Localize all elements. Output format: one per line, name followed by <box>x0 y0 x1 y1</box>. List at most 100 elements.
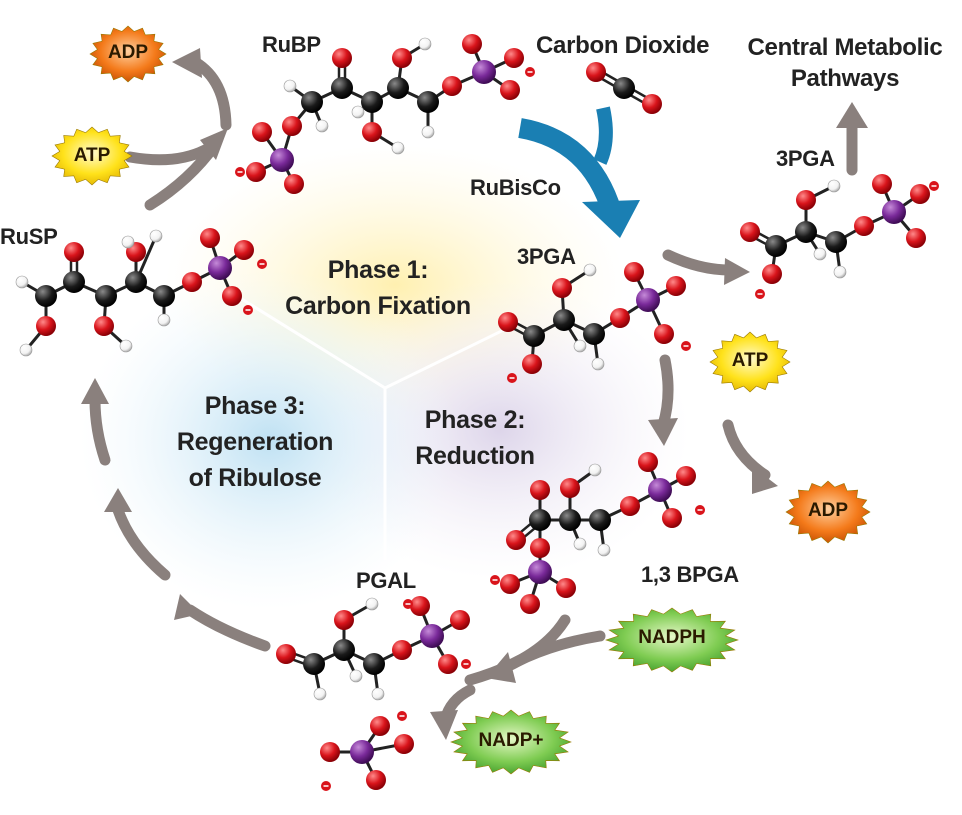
oxygen-atom <box>642 94 662 114</box>
oxygen-atom <box>620 496 640 516</box>
phase2-line2: Reduction <box>415 442 535 470</box>
rusp-molecule <box>15 228 267 357</box>
oxygen-atom <box>438 654 458 674</box>
rubisco-arrow <box>518 118 640 238</box>
rubp-in-arrowhead <box>200 128 228 160</box>
central-metabolic-label: Central Metabolic Pathways <box>745 32 945 94</box>
adp-top-badge <box>89 25 167 83</box>
carbon-atom <box>95 285 117 307</box>
central-metabolic-line2: Pathways <box>790 65 900 92</box>
hydrogen-atom <box>583 263 597 277</box>
hydrogen-atom <box>597 543 611 557</box>
carbon-atom <box>363 653 385 675</box>
pga-to-side-pga-arrow <box>662 249 736 276</box>
oxygen-atom <box>36 316 56 336</box>
hydrogen-atom <box>391 141 405 155</box>
oxygen-atom <box>200 228 220 248</box>
hydrogen-atom <box>591 357 605 371</box>
hydrogen-atom <box>365 597 379 611</box>
oxygen-atom <box>610 308 630 328</box>
hydrogen-atom <box>573 339 587 353</box>
carbon-atom <box>153 285 175 307</box>
pgal-molecule <box>276 596 471 701</box>
hydrogen-atom <box>573 537 587 551</box>
oxygen-atom <box>64 242 84 262</box>
oxygen-atom <box>500 80 520 100</box>
carbon-dioxide-label: Carbon Dioxide <box>536 32 710 59</box>
hydrogen-atom <box>351 105 365 119</box>
oxygen-atom <box>252 122 272 142</box>
phosphorus-atom <box>350 740 374 764</box>
rubp-label: RuBP <box>262 32 321 57</box>
oxygen-atom <box>624 262 644 282</box>
cycle-arrowheads <box>81 48 868 740</box>
phosphorus-atom <box>420 624 444 648</box>
carbon-atom <box>583 323 605 345</box>
phase1-line2: Carbon Fixation <box>285 292 471 320</box>
hydrogen-atom <box>421 125 435 139</box>
carbon-atom <box>529 509 551 531</box>
oxygen-atom <box>522 354 542 374</box>
oxygen-atom <box>282 116 302 136</box>
phase3-line3: of Ribulose <box>188 464 322 492</box>
central-metabolic-line1: Central Metabolic <box>747 34 943 61</box>
atp-right-text: ATP <box>731 350 769 371</box>
carbon-atom <box>613 77 635 99</box>
phase1-line1: Phase 1: <box>327 256 429 284</box>
adp-right-text: ADP <box>807 500 849 521</box>
bpga-label: 1,3 BPGA <box>641 562 739 587</box>
rubp-molecule <box>235 34 535 194</box>
hydrogen-atom <box>119 339 133 353</box>
regen-arrow-lower <box>112 504 171 581</box>
central-arrowhead <box>836 102 868 128</box>
phosphorus-atom <box>270 148 294 172</box>
oxygen-atom <box>552 278 572 298</box>
phosphorus-atom <box>882 200 906 224</box>
oxygen-atom <box>520 594 540 614</box>
phosphorus-atom <box>648 478 672 502</box>
atp-top-text: ATP <box>73 145 111 166</box>
regen-arrow-upper <box>89 394 111 466</box>
oxygen-atom <box>442 76 462 96</box>
phase-regions <box>80 145 690 610</box>
oxygen-atom <box>662 508 682 528</box>
rusp-label: RuSP <box>0 224 58 249</box>
oxygen-atom <box>504 48 524 68</box>
hydrogen-atom <box>588 463 602 477</box>
oxygen-atom <box>560 478 580 498</box>
carbon-atom <box>559 509 581 531</box>
carbon-atom <box>553 309 575 331</box>
side-3pga-molecule <box>740 174 939 299</box>
carbon-atom <box>361 91 383 113</box>
hydrogen-atom <box>813 247 827 261</box>
oxygen-atom <box>500 574 520 594</box>
oxygen-atom <box>392 48 412 68</box>
carbon-atom <box>825 231 847 253</box>
bpga-molecule <box>490 452 705 614</box>
regen-lower-arrowhead <box>104 488 132 512</box>
oxygen-atom <box>362 122 382 142</box>
oxygen-atom <box>762 264 782 284</box>
pgal-left-arrowhead <box>174 594 200 620</box>
oxygen-atom <box>654 324 674 344</box>
oxygen-atom <box>638 452 658 472</box>
oxygen-atom <box>370 716 390 736</box>
adp-right-badge <box>785 480 871 544</box>
oxygen-atom <box>910 184 930 204</box>
hydrogen-atom <box>349 669 363 683</box>
nadp-arrowhead <box>430 710 458 740</box>
hydrogen-atom <box>418 37 432 51</box>
carbon-atom <box>303 653 325 675</box>
pgal-nadph-arrowhead <box>486 652 516 683</box>
oxygen-atom <box>666 276 686 296</box>
atp-to-adp-arrow-right <box>722 419 771 481</box>
phase-divider-left <box>239 296 386 390</box>
nadph-badge <box>605 607 739 673</box>
phase3-line2: Regeneration <box>176 428 334 456</box>
pgal-left-arrow <box>184 604 271 652</box>
phase-divider-right <box>384 320 521 390</box>
oxygen-atom <box>530 538 550 558</box>
oxygen-atom <box>284 174 304 194</box>
side-pga-arrowhead <box>724 258 750 285</box>
carbon-atom <box>417 91 439 113</box>
